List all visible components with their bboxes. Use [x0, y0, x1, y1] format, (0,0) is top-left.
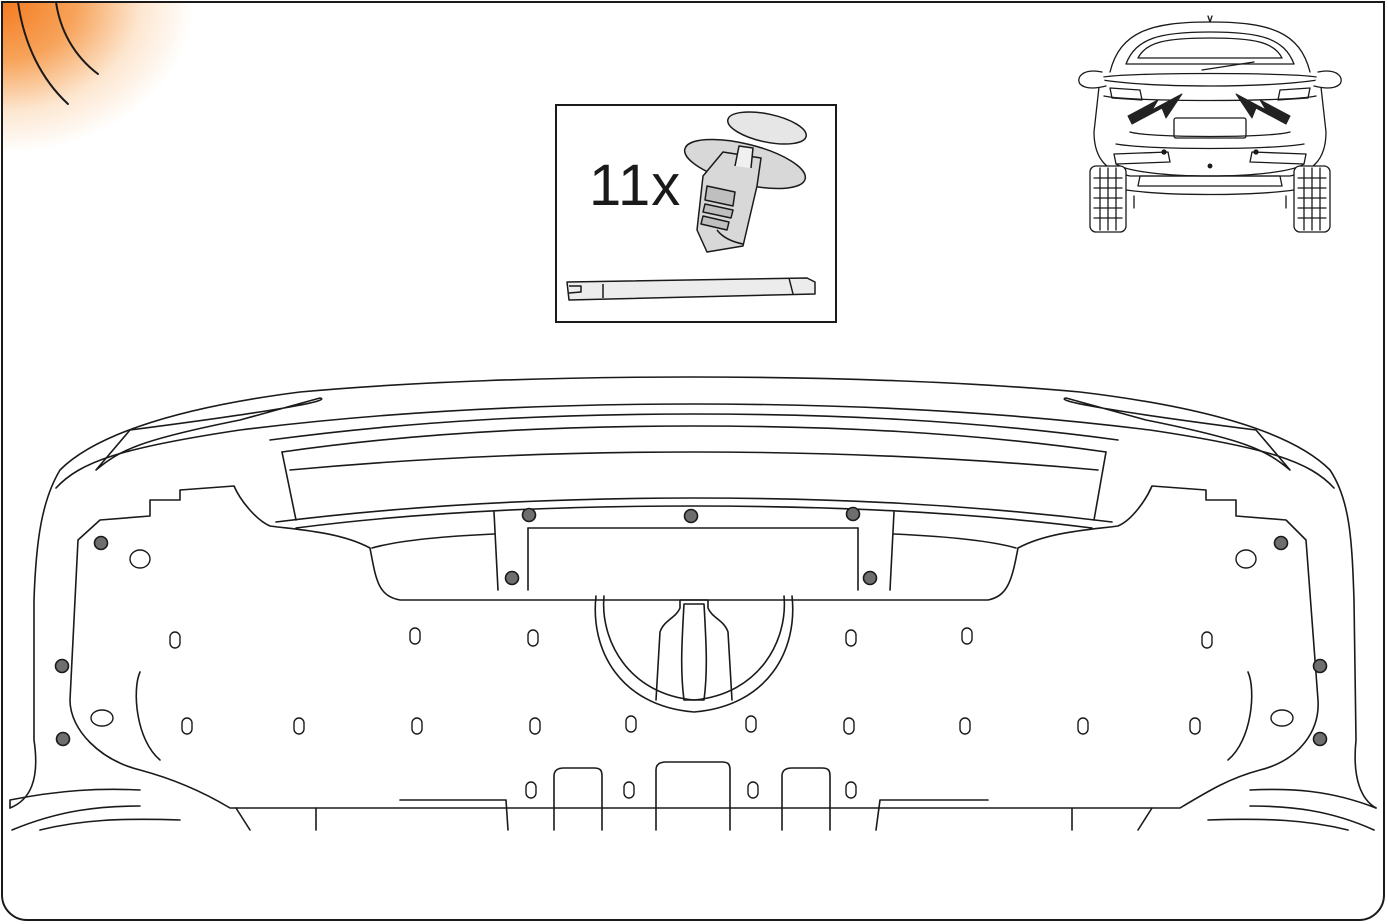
round-holes	[90, 549, 1294, 727]
fastener-6	[845, 506, 861, 522]
corner-accent	[3, 3, 191, 151]
lower-structure	[9, 761, 1377, 831]
fastener-positions	[54, 506, 1328, 747]
fastener-9	[1273, 535, 1289, 551]
fastener-4	[521, 507, 537, 523]
fastener-10	[1312, 658, 1328, 674]
corner-swoosh-lines	[17, 1, 99, 105]
fastener-1	[93, 535, 109, 551]
drain-slots	[169, 627, 1213, 799]
bumper-shell	[9, 376, 1377, 809]
fastener-5	[683, 508, 699, 524]
fastener-8	[862, 570, 878, 586]
rear-wheels	[1089, 165, 1331, 233]
parts-callout-box: 11x	[555, 104, 837, 323]
fastener-3	[55, 731, 71, 747]
push-pin-clip-icon	[683, 111, 807, 253]
outward-arrows-icon	[1127, 93, 1291, 125]
trim-removal-tool-icon	[566, 277, 816, 301]
vehicle-rear-view-thumbnail	[1078, 15, 1342, 233]
under-panel	[69, 485, 1319, 809]
clip-quantity-label: 11x	[589, 153, 682, 218]
center-recess	[594, 595, 794, 713]
fastener-2	[54, 658, 70, 674]
fastener-11	[1312, 731, 1328, 747]
fastener-7	[504, 570, 520, 586]
